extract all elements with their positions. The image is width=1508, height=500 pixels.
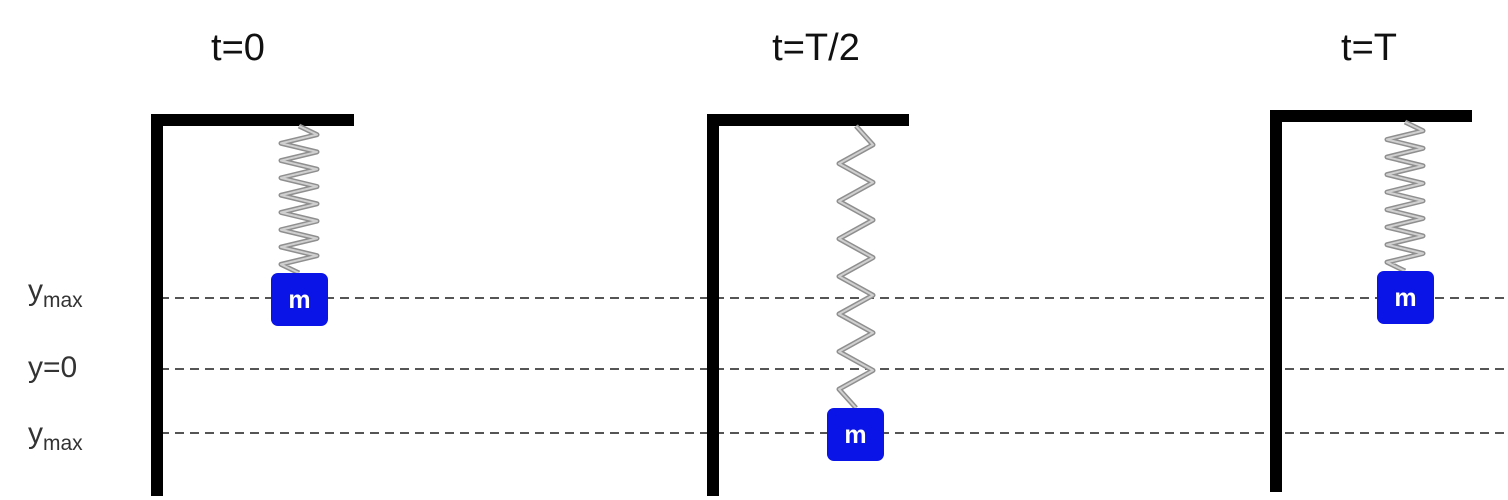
- support-bracket: [707, 114, 909, 496]
- frame-time-label: t=T/2: [772, 27, 860, 69]
- mass-block: m: [827, 408, 884, 461]
- ref-label-base: y=0: [28, 351, 77, 384]
- frame-time-label: t=0: [211, 27, 265, 69]
- ref-label-sub: max: [43, 289, 83, 312]
- spring: [1384, 119, 1426, 274]
- reference-labels: ymax y=0 ymax: [28, 274, 83, 455]
- spring: [836, 124, 876, 410]
- mass-box: [1377, 271, 1434, 324]
- mass-box: [271, 273, 328, 326]
- frame-t-period: t=T m: [1270, 27, 1472, 492]
- support-bracket: [1270, 110, 1472, 492]
- ref-label-ymax-upper: ymax: [28, 274, 83, 312]
- ref-label-sub: max: [43, 432, 83, 455]
- ref-label-y0: y=0: [28, 351, 77, 384]
- mass-label: m: [844, 421, 866, 449]
- mass-block: m: [1377, 271, 1434, 324]
- mass-box: [827, 408, 884, 461]
- support-bracket: [151, 114, 354, 496]
- mass-label: m: [1394, 284, 1416, 312]
- mass-label: m: [288, 286, 310, 314]
- spring: [278, 123, 320, 276]
- frame-t-half: t=T/2 m: [707, 27, 909, 496]
- ref-label-ymax-lower: ymax: [28, 417, 83, 455]
- mass-block: m: [271, 273, 328, 326]
- ref-label-base: y: [28, 417, 43, 450]
- ref-label-base: y: [28, 274, 43, 307]
- frame-t0: t=0 m: [151, 27, 354, 496]
- frame-time-label: t=T: [1341, 27, 1397, 69]
